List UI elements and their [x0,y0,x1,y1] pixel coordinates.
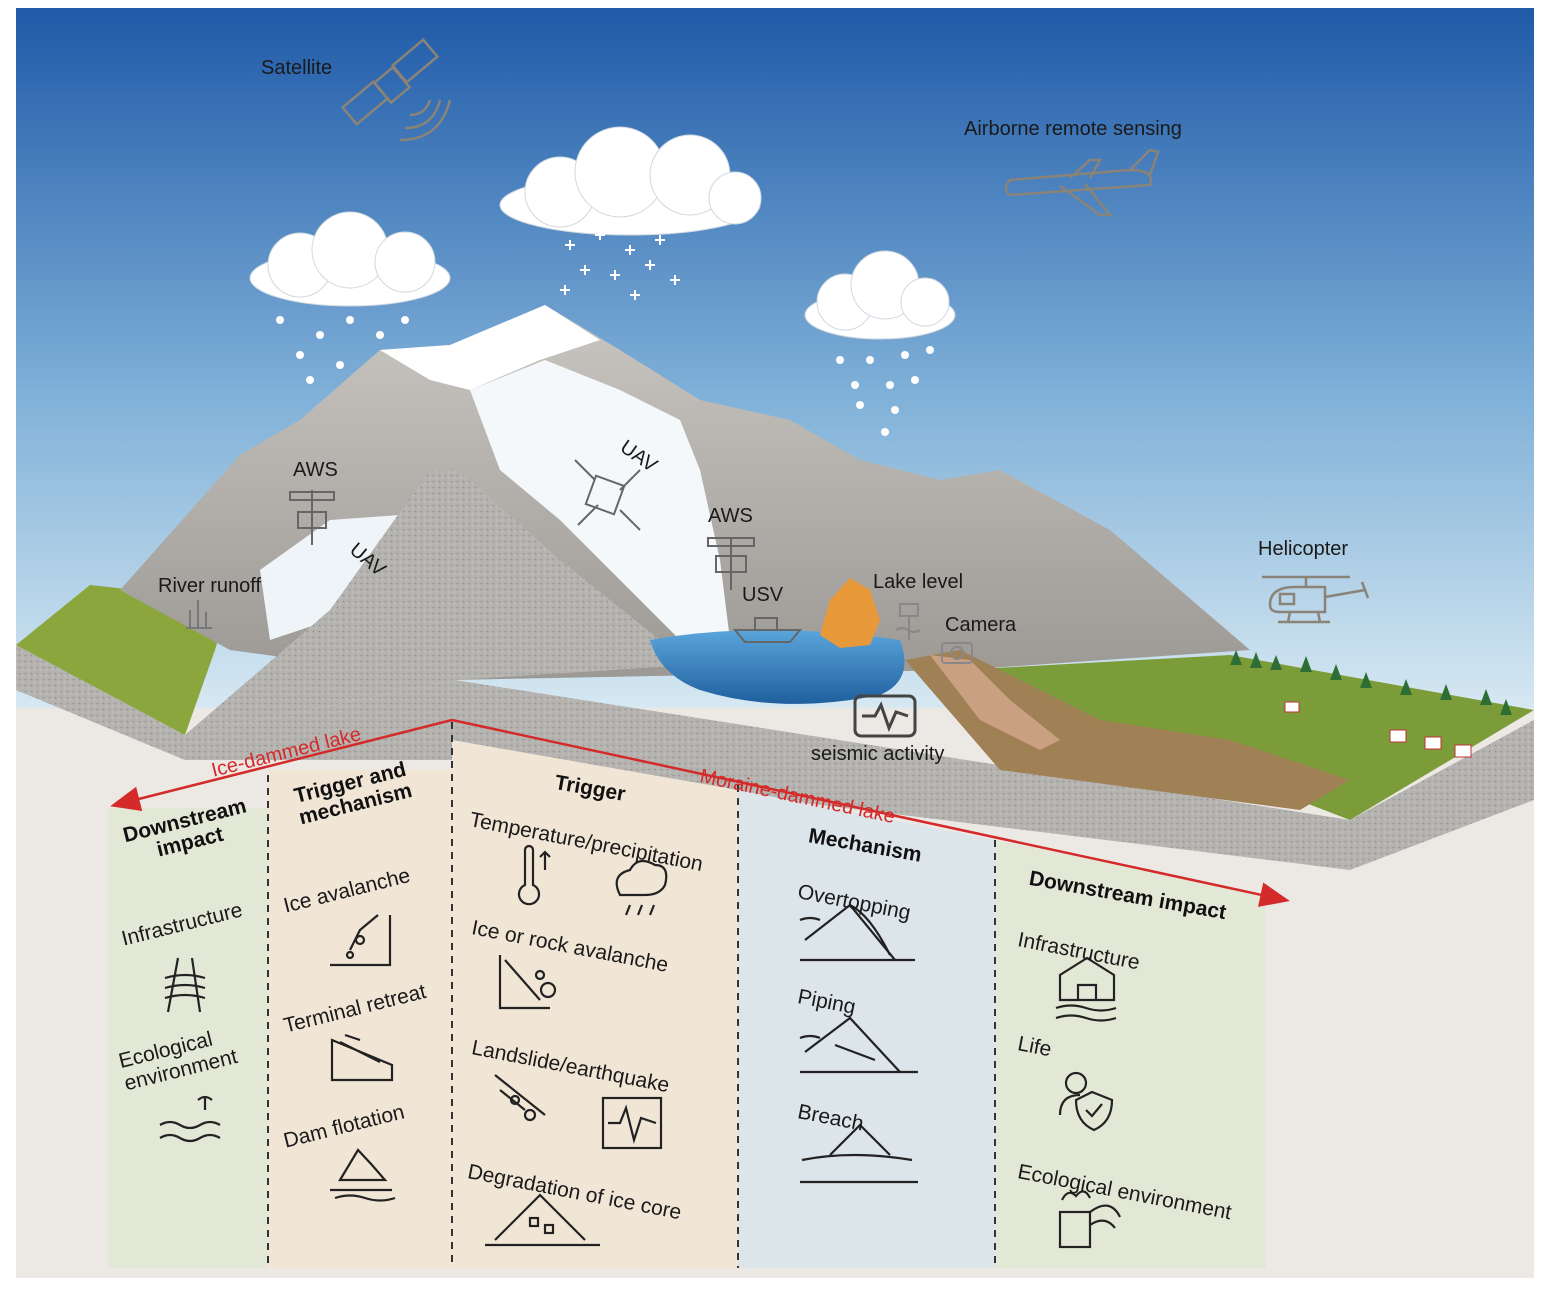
houses [1284,701,1472,758]
river-runoff-icon [186,600,212,629]
plain-left [16,585,230,735]
panel-ice-downstream [108,808,268,1268]
dam-flotation-icon [330,1148,396,1202]
life-shield-icon [1058,1071,1114,1132]
helicopter-icon [1262,575,1370,624]
piping-icon [799,1016,918,1074]
camera-icon [941,642,973,664]
seismic-icon [853,694,917,738]
usv-icon [732,617,803,643]
ice-dammed-arrow [110,718,453,812]
snow-center [560,230,680,300]
terrain-front-right [455,680,1534,870]
glacier [470,360,730,650]
avalanche-impact [820,578,880,648]
snow-cap [380,305,600,390]
ecological-flood-icon [1058,1190,1121,1249]
aws-left-icon [289,490,335,545]
cloud-right [804,250,956,340]
thermometer-icon [517,844,551,906]
helicopter-label: Helicopter [1258,538,1349,560]
house-flood-icon [1055,956,1117,1022]
debris-flow [905,650,1350,810]
rock-avalanche-icon [498,955,557,1010]
panel-dividers [267,722,996,1268]
ice-core-icon [485,1193,600,1247]
uav-center-icon [574,459,641,531]
river-runoff-label: River runoff [158,575,262,597]
rain-right [836,346,934,436]
terrain-cut-left [185,470,455,735]
airplane-icon [1004,148,1160,217]
lake-level-label: Lake level [873,571,964,593]
rain-cloud-icon [615,859,668,916]
breach-channel [930,655,1060,750]
panel-moraine-downstream [995,840,1266,1268]
glacier-left [260,515,400,640]
glacial-lake [650,630,905,704]
ice-avalanche-icon [330,914,392,967]
usv-label: USV [742,584,784,606]
cloud-center [499,126,762,236]
panel-moraine-mechanism [738,790,995,1268]
aws-left-label: AWS [293,459,338,481]
camera-label: Camera [945,614,1017,636]
moraine-dammed-arrow [451,718,1290,907]
lake-level-icon [895,603,921,640]
trees [1230,650,1512,715]
aws-center-label: AWS [708,505,753,527]
landslide-icon [494,1074,546,1122]
satellite-label: Satellite [261,57,333,79]
satellite-icon [340,37,452,142]
terrain-front-left [16,645,455,760]
seismic-label: seismic activity [811,743,945,765]
infrastructure-road-icon [164,957,206,1013]
plain-right [960,655,1534,820]
cloud-left [249,211,451,307]
seismograph-icon [601,1096,663,1150]
breach-icon [800,1123,918,1184]
panel-ice-trigger [268,770,452,1268]
terminal-retreat-icon [330,1033,394,1082]
aws-center-icon [707,537,755,590]
airborne-label: Airborne remote sensing [964,118,1182,140]
ecological-island-icon [159,1095,221,1143]
overtopping-icon [799,903,915,962]
terrain-cut-right [455,470,690,680]
